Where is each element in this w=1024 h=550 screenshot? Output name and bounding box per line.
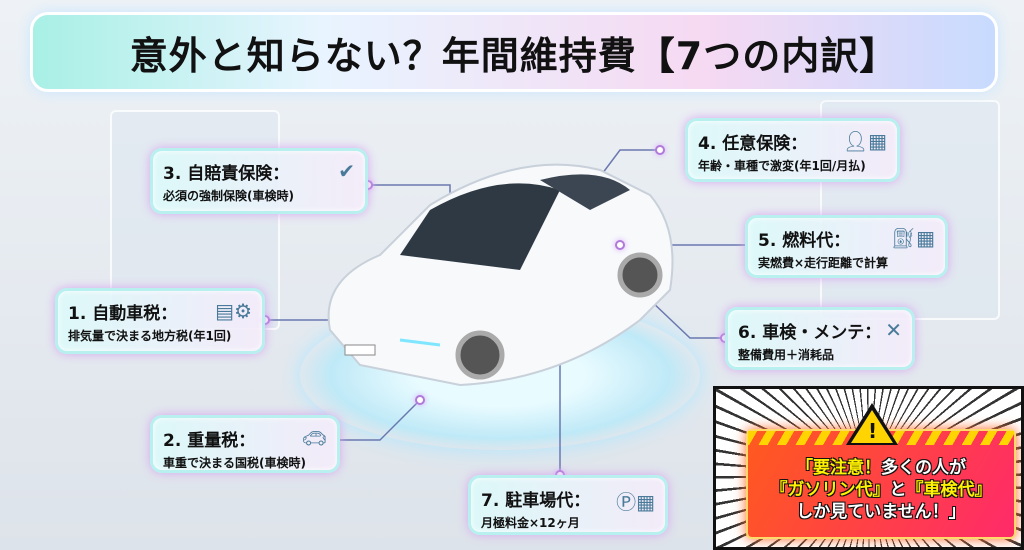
- warning-text: 『ガソリン代』: [770, 480, 890, 500]
- title-banner: 意外と知らない？年間維持費【7つの内訳】: [30, 12, 998, 92]
- item-description: 実燃費×走行距離で計算: [758, 256, 889, 270]
- item-description: 年齢・車種で激変(年1回/月払): [698, 159, 866, 173]
- item-description: 必須の強制保険(車検時): [163, 189, 294, 203]
- wrench-screwdriver-icon: ✕: [885, 318, 902, 342]
- item-heading: 4. 任意保険：: [698, 134, 808, 154]
- item-heading: 1. 自動車税：: [68, 304, 178, 324]
- connector-dot: [655, 145, 665, 155]
- warning-text: と: [889, 480, 907, 500]
- person-calendar-icon: 👤︎▦: [842, 129, 887, 153]
- fuel-pump-calculator-icon: ⛽︎▦: [890, 226, 935, 250]
- warning-text: 多くの人が: [881, 458, 966, 478]
- item-heading: 7. 駐車場代：: [481, 491, 591, 511]
- warning-text: しか見ていません！」: [796, 502, 966, 522]
- item-heading: 3. 自賠責保険：: [163, 164, 290, 184]
- parking-calendar-icon: Ⓟ▦: [616, 490, 655, 514]
- warning-box: 「要注意！多くの人が 『ガソリン代』と『車検代』 しか見ていません！」: [746, 429, 1016, 539]
- car-illustration: [327, 163, 674, 387]
- shield-check-icon: ✔: [338, 159, 355, 183]
- cost-item-weight-tax: 2. 重量税： 車重で決まる国税(車検時) 🚗︎: [150, 415, 340, 473]
- item-description: 月極料金×12ヶ月: [481, 516, 580, 530]
- item-description: 整備費用＋消耗品: [738, 348, 835, 362]
- item-description: 車重で決まる国税(車検時): [163, 456, 306, 470]
- cost-item-voluntary-insurance: 4. 任意保険： 年齢・車種で激変(年1回/月払) 👤︎▦: [685, 118, 900, 182]
- page-title: 意外と知らない？年間維持費【7つの内訳】: [129, 33, 899, 78]
- cost-item-parking: 7. 駐車場代： 月極料金×12ヶ月 Ⓟ▦: [468, 475, 668, 535]
- item-heading: 2. 重量税：: [163, 431, 256, 451]
- connector-dot: [415, 395, 425, 405]
- warning-callout: 「要注意！多くの人が 『ガソリン代』と『車検代』 しか見ていません！」 !: [713, 386, 1024, 550]
- warning-text: 「要注意！: [796, 458, 881, 478]
- cost-item-fuel: 5. 燃料代： 実燃費×走行距離で計算 ⛽︎▦: [745, 215, 948, 278]
- car-icon: 🚗︎: [301, 426, 327, 450]
- connector-dot: [615, 240, 625, 250]
- item-heading: 5. 燃料代：: [758, 231, 851, 251]
- tax-document-engine-icon: ▤⚙: [215, 299, 252, 323]
- item-heading: 6. 車検・メンテ：: [738, 323, 882, 343]
- item-description: 排気量で決まる地方税(年1回): [68, 329, 232, 343]
- cost-item-compulsory-insurance: 3. 自賠責保険： 必須の強制保険(車検時) ✔: [150, 148, 368, 214]
- cost-item-inspection-maintenance: 6. 車検・メンテ： 整備費用＋消耗品 ✕: [725, 307, 915, 370]
- exclamation-mark: !: [868, 419, 878, 443]
- warning-text: 『車検代』: [906, 480, 992, 500]
- warning-triangle-fill: [851, 410, 893, 443]
- cost-item-automobile-tax: 1. 自動車税： 排気量で決まる地方税(年1回) ▤⚙: [55, 288, 265, 354]
